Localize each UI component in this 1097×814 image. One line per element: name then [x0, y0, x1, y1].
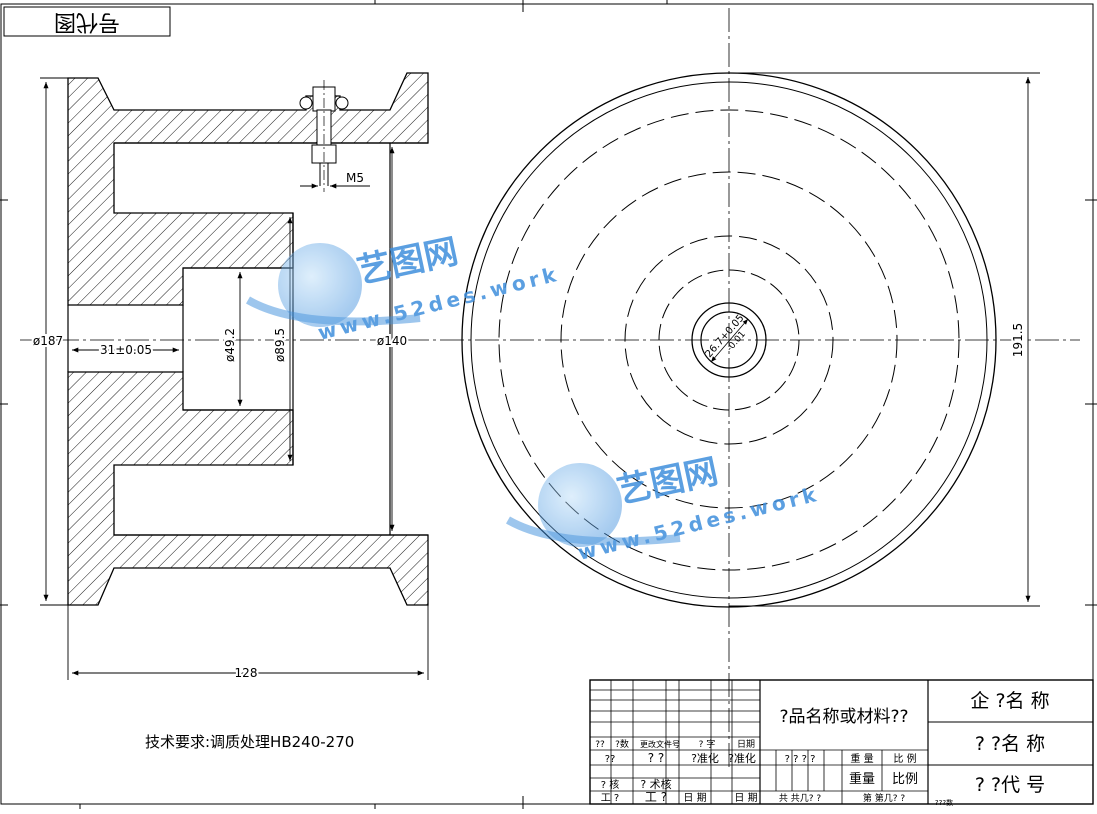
tb-sheets-total: 共 共几? ?: [779, 793, 821, 804]
tb-rev-h4: 日期: [737, 739, 755, 750]
tb-sheet-no: 第 第几? ?: [863, 792, 905, 804]
section-lower-hatch: [67, 371, 429, 606]
dim-h191-label: 191.5: [1011, 323, 1025, 357]
tb-craft2: 工 ?: [645, 790, 667, 804]
dim-d140-label: ø140: [377, 334, 407, 348]
tb-product-name: ?品名称或材料??: [779, 707, 908, 727]
watermark-brand-2: 艺图网: [614, 451, 722, 511]
bore-circle: [700, 311, 758, 369]
title-block-text: ?品名称或材料?? 企 ?名 称 ? ?名 称 ? ?代 号 ?? ?数 更改文…: [595, 690, 1049, 807]
watermark-1: 艺图网 www.52des.work: [246, 231, 562, 345]
tb-std-a: ??: [605, 754, 616, 765]
tb-scale: 比 例: [893, 752, 916, 765]
tb-date2: 日 期: [734, 792, 757, 804]
corner-code-box: 号代图: [3, 6, 171, 37]
bore-outer-circle: [691, 302, 767, 378]
dim-len128: [67, 605, 429, 680]
dim-d89-label: ø89.5: [273, 328, 287, 362]
tb-design: ? 核: [601, 778, 620, 791]
tb-stage: ? ? ? ?: [785, 754, 816, 765]
tb-drawing-name: ? ?名 称: [975, 733, 1045, 755]
tb-std-b: ? ?: [648, 751, 665, 765]
title-block: [589, 679, 1094, 805]
tb-rev-h2: 更改文件号: [640, 739, 680, 749]
tb-scale2: 比例: [892, 772, 918, 787]
watermark-brand-1: 艺图网: [354, 231, 462, 291]
tb-weight: 重 量: [850, 752, 873, 765]
tb-company: 企 ?名 称: [970, 690, 1049, 712]
dim-m5-label: M5: [346, 171, 364, 185]
end-view: 26.7+0.05 -0.01 191.5: [461, 8, 1040, 770]
tb-std-d: ?准化: [728, 751, 756, 765]
tb-rev-h3: ? 字: [699, 738, 716, 750]
tb-std-c: ?准化: [691, 751, 719, 765]
hidden-circle-3: [624, 235, 834, 445]
tb-weight2: 重量: [849, 771, 875, 787]
watermark-2: 艺图网 www.52des.work: [506, 451, 822, 565]
tb-process: ? 术核: [640, 777, 671, 791]
tb-drawing-code: ? ?代 号: [975, 774, 1045, 796]
section-view: ø187 31±0.05 ø49.2 ø89.5 ø140 M5: [20, 72, 1080, 682]
tb-date: 日 期: [683, 792, 706, 804]
dim-len128-label: 128: [235, 666, 258, 680]
tech-requirement: 技术要求:调质处理HB240-270: [145, 733, 354, 751]
dim-len31-label: 31±0.05: [100, 343, 152, 357]
outer-circle-inner: [470, 81, 988, 599]
dim-d187-label: ø187: [33, 334, 63, 348]
tb-footer-small: ???数: [935, 798, 953, 807]
corner-code: 号代图: [54, 9, 120, 34]
tb-rev-h1: ?数: [615, 738, 629, 750]
hidden-circle-4: [658, 269, 800, 411]
dim-bore: [710, 318, 749, 363]
dim-d187: [40, 77, 68, 606]
hidden-circle-2: [560, 171, 898, 509]
dim-h191: [729, 72, 1040, 607]
hidden-circle-1: [498, 109, 960, 571]
tb-rev-h0: ??: [595, 740, 605, 750]
tb-craft: 工 ?: [601, 793, 620, 804]
dim-d49-label: ø49.2: [223, 328, 237, 362]
